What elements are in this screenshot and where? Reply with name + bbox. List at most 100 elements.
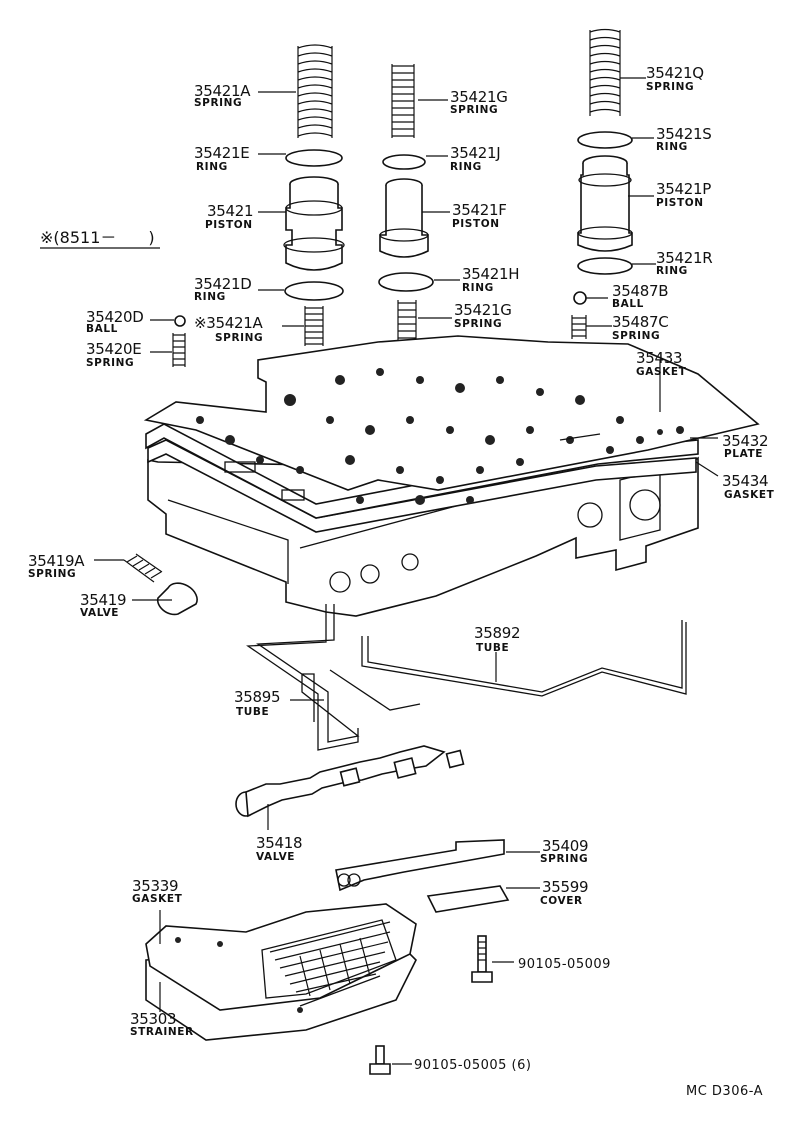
ring-35421R bbox=[577, 257, 633, 275]
svg-text:SPRING: SPRING bbox=[450, 104, 498, 116]
svg-text:SPRING: SPRING bbox=[646, 81, 694, 93]
svg-text:SPRING: SPRING bbox=[540, 853, 588, 865]
svg-text:35421P: 35421P bbox=[656, 180, 711, 198]
svg-text:35420D: 35420D bbox=[86, 308, 143, 326]
svg-text:35420E: 35420E bbox=[86, 340, 141, 358]
diagram-code: MC D306-A bbox=[686, 1084, 763, 1099]
bolt-90105-05009 bbox=[471, 935, 493, 983]
plate-35432 bbox=[145, 423, 699, 519]
svg-text:SPRING: SPRING bbox=[215, 332, 263, 344]
ring-35421E bbox=[285, 149, 343, 167]
spring-35421Q bbox=[589, 28, 621, 116]
spring-35421A bbox=[297, 44, 333, 138]
svg-text:PLATE: PLATE bbox=[724, 448, 763, 460]
gasket-35433 bbox=[143, 335, 760, 505]
svg-text:GASKET: GASKET bbox=[132, 893, 183, 905]
svg-text:35895: 35895 bbox=[234, 688, 280, 706]
ring-35421J bbox=[382, 154, 426, 170]
cover-35599 bbox=[426, 885, 510, 913]
svg-text:PISTON: PISTON bbox=[205, 219, 253, 231]
ball-35420D bbox=[174, 315, 186, 327]
svg-text:PISTON: PISTON bbox=[656, 197, 704, 209]
svg-text:BALL: BALL bbox=[612, 298, 644, 310]
svg-text:VALVE: VALVE bbox=[80, 607, 119, 619]
svg-text:SPRING: SPRING bbox=[454, 318, 502, 330]
spring-35487C bbox=[571, 315, 587, 339]
bolt-label-05005: 90105-05005 (6) bbox=[414, 1058, 531, 1073]
valve-35419 bbox=[156, 582, 198, 616]
ball-35487B bbox=[573, 291, 587, 305]
svg-text:RING: RING bbox=[656, 141, 688, 153]
bolt-label-05009: 90105-05009 bbox=[518, 957, 611, 972]
svg-text:35421D: 35421D bbox=[194, 275, 251, 293]
spring-35420E bbox=[172, 333, 186, 367]
tube-35892 bbox=[361, 620, 687, 697]
svg-text:RING: RING bbox=[656, 265, 688, 277]
svg-text:35432: 35432 bbox=[722, 432, 768, 450]
svg-text:SPRING: SPRING bbox=[194, 97, 242, 109]
svg-text:35339: 35339 bbox=[132, 877, 178, 895]
svg-text:SPRING: SPRING bbox=[612, 330, 660, 342]
spring-35419A bbox=[123, 553, 163, 583]
svg-text:35421R: 35421R bbox=[656, 249, 712, 267]
bolt-90105-05005 bbox=[369, 1045, 391, 1075]
svg-text:35421S: 35421S bbox=[656, 125, 711, 143]
svg-text:GASKET: GASKET bbox=[724, 489, 775, 501]
svg-text:35421E: 35421E bbox=[194, 144, 249, 162]
spring-35421A-small bbox=[304, 306, 324, 346]
svg-text:COVER: COVER bbox=[540, 895, 583, 907]
svg-text:35421F: 35421F bbox=[452, 201, 507, 219]
svg-text:35421: 35421 bbox=[207, 202, 253, 220]
piston-35421F bbox=[379, 178, 429, 258]
svg-text:SPRING: SPRING bbox=[28, 568, 76, 580]
svg-text:35487B: 35487B bbox=[612, 282, 668, 300]
svg-text:35421G: 35421G bbox=[454, 301, 512, 319]
svg-text:35421H: 35421H bbox=[462, 265, 519, 283]
svg-text:35419A: 35419A bbox=[28, 552, 85, 570]
ring-35421D bbox=[284, 281, 344, 301]
date-note: ※(8511－ ) bbox=[40, 228, 155, 247]
svg-text:TUBE: TUBE bbox=[476, 642, 509, 654]
svg-text:VALVE: VALVE bbox=[256, 851, 295, 863]
piston-35421P bbox=[577, 155, 633, 252]
valve-35418 bbox=[235, 745, 465, 818]
svg-text:35434: 35434 bbox=[722, 472, 768, 490]
svg-text:STRAINER: STRAINER bbox=[130, 1026, 194, 1038]
svg-text:35421J: 35421J bbox=[450, 144, 500, 162]
svg-text:35409: 35409 bbox=[542, 837, 588, 855]
ring-35421H bbox=[378, 272, 434, 292]
ring-35421S bbox=[577, 131, 633, 149]
leader-lines bbox=[94, 77, 719, 1065]
svg-text:35418: 35418 bbox=[256, 834, 302, 852]
svg-text:35419: 35419 bbox=[80, 591, 126, 609]
gasket-35339 bbox=[145, 903, 417, 1013]
svg-text:RING: RING bbox=[450, 161, 482, 173]
spring-35421G-lower bbox=[397, 300, 417, 342]
